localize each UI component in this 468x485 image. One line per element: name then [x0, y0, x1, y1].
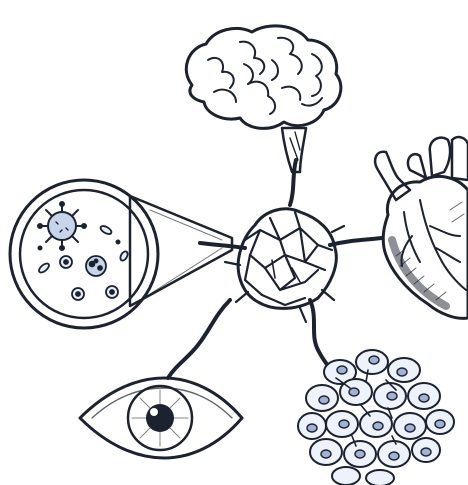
heart-icon	[375, 137, 468, 318]
bacterium-icon	[99, 224, 112, 235]
virus-icon	[38, 202, 86, 250]
microbe-magnifier-icon	[10, 180, 232, 328]
connection-eye	[168, 300, 230, 378]
pupil	[146, 404, 174, 432]
connection-lines	[168, 160, 382, 378]
bacterium-icon	[119, 250, 129, 262]
neural-network-hub-icon	[225, 209, 344, 322]
brain-icon	[186, 26, 341, 172]
bacterium-icon	[37, 262, 50, 274]
connection-heart	[330, 238, 382, 245]
eye-icon	[80, 378, 242, 458]
cell-cluster-icon	[298, 350, 454, 485]
connection-microbes	[200, 243, 245, 248]
